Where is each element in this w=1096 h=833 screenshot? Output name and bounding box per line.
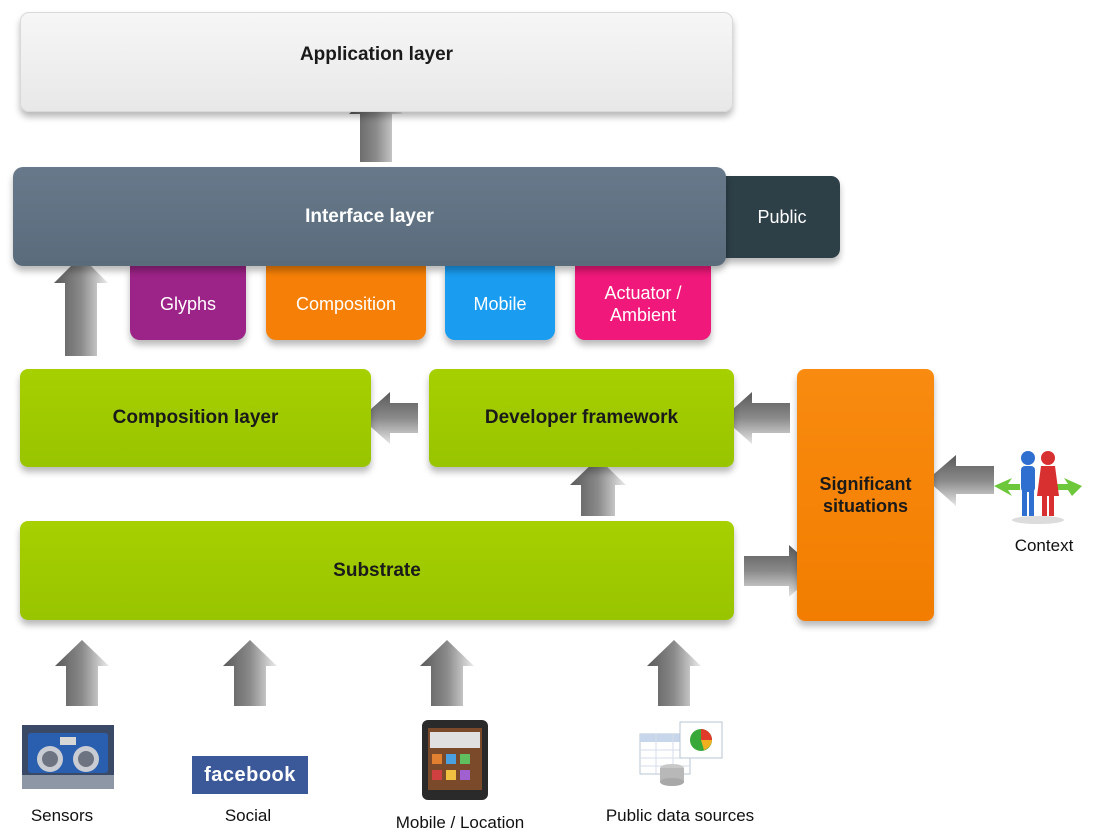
developer-framework-label: Developer framework xyxy=(484,407,679,428)
interface-layer: Interface layer xyxy=(13,167,726,266)
arrow-left-to-composition xyxy=(361,392,418,444)
glyphs-label: Glyphs xyxy=(159,294,217,315)
arrow-left-to-developer xyxy=(723,392,790,444)
interface-layer-label: Interface layer xyxy=(305,205,434,227)
social-label: Social xyxy=(224,806,272,825)
substrate-label: Substrate xyxy=(333,559,421,581)
spreadsheet-database-icon xyxy=(639,721,723,786)
glyphs-tab: Glyphs xyxy=(130,266,246,340)
people-icon xyxy=(994,451,1082,524)
significant-label-line1: Significant xyxy=(819,473,912,494)
application-layer: Application layer xyxy=(20,12,733,112)
public-data-sources-label: Public data sources xyxy=(605,806,755,825)
arrow-up-from-public-data xyxy=(647,640,701,706)
composition-tab: Composition xyxy=(266,266,426,340)
facebook-logo: facebook xyxy=(192,756,308,794)
smartphone-icon xyxy=(422,720,488,800)
developer-framework: Developer framework xyxy=(429,369,734,467)
facebook-logo-text: facebook xyxy=(204,763,296,786)
arrow-up-to-interface xyxy=(54,256,108,356)
significant-label-line2: situations xyxy=(822,496,908,516)
significant-situations: Significant situations xyxy=(797,369,934,621)
substrate-layer: Substrate xyxy=(20,521,734,620)
mobile-tab-label: Mobile xyxy=(473,294,527,315)
arrow-up-from-social xyxy=(223,640,277,706)
sensor-board-icon xyxy=(22,725,114,789)
actuator-label-line2: Ambient xyxy=(609,305,677,325)
arrow-up-from-sensors xyxy=(55,640,109,706)
composition-tab-label: Composition xyxy=(295,294,397,315)
public-label: Public xyxy=(757,206,807,227)
sensors-label: Sensors xyxy=(30,806,94,825)
actuator-label-line1: Actuator / xyxy=(604,283,682,304)
mobile-location-label: Mobile / Location xyxy=(395,813,525,832)
context-label: Context xyxy=(1014,536,1074,555)
arrow-left-from-context xyxy=(927,455,994,506)
composition-layer: Composition layer xyxy=(20,369,371,467)
composition-layer-label: Composition layer xyxy=(112,407,279,428)
mobile-tab: Mobile xyxy=(445,266,555,340)
arrow-up-to-developer xyxy=(570,458,626,516)
arrow-up-from-mobile xyxy=(420,640,474,706)
actuator-ambient-tab: Actuator / Ambient xyxy=(575,266,711,340)
application-layer-label: Application layer xyxy=(299,44,454,65)
